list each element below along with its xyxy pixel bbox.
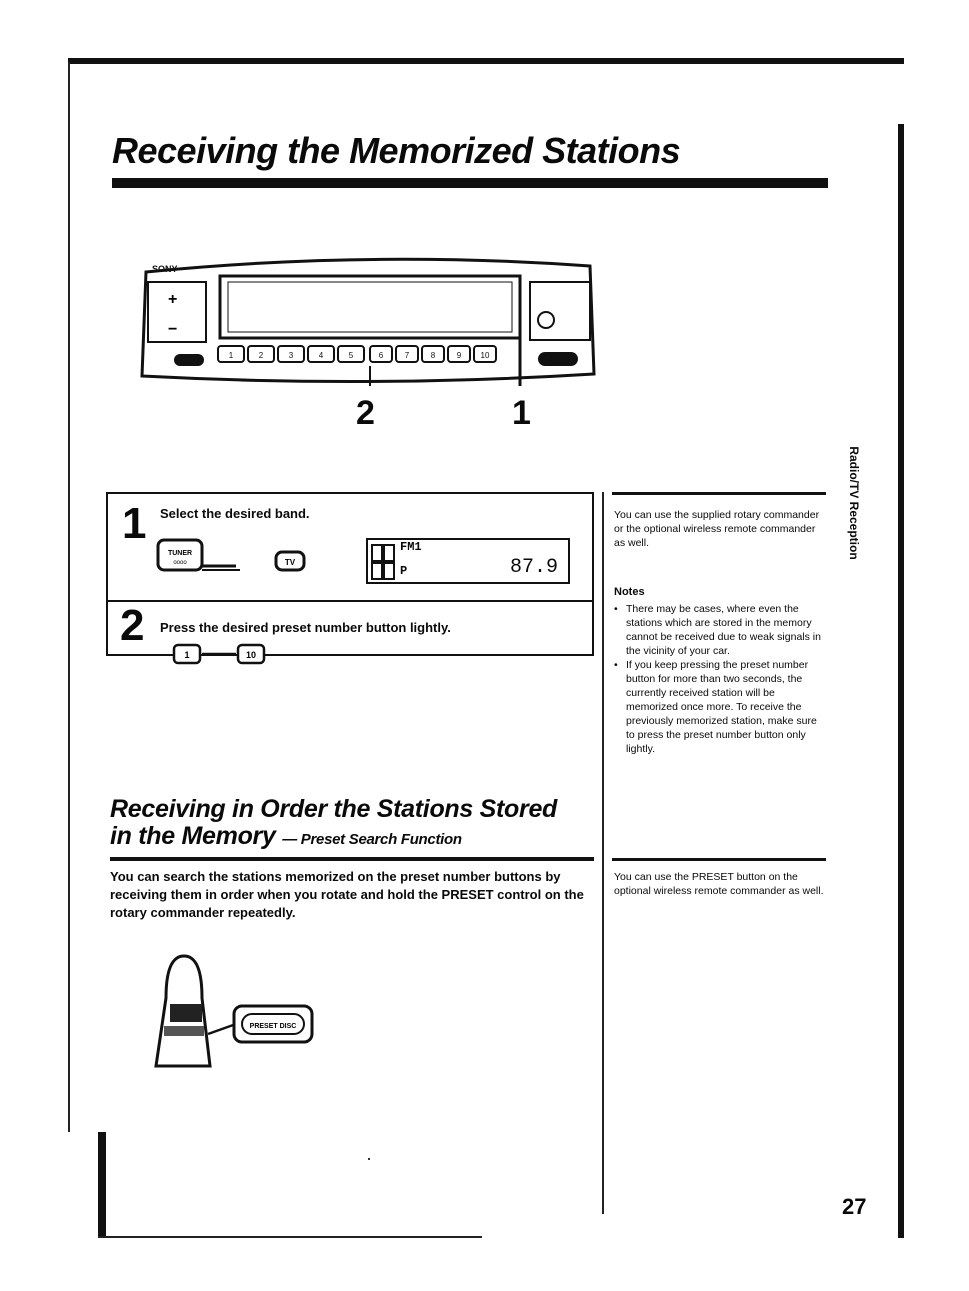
callout-label-2: 2	[356, 394, 375, 432]
svg-text:−: −	[168, 321, 177, 338]
digit-segments-icon	[371, 544, 395, 580]
notes-list: There may be cases, where even the stati…	[614, 602, 824, 756]
display-indicator: P	[400, 564, 408, 578]
callout-label-1: 1	[512, 394, 531, 432]
stray-dot	[368, 1158, 370, 1160]
column-divider	[602, 492, 604, 1214]
page-number: 27	[842, 1194, 867, 1219]
svg-text:4: 4	[319, 351, 324, 360]
side-tab-label: Radio/TV Reception	[847, 446, 861, 560]
svg-text:3: 3	[289, 351, 294, 360]
preset-range-icon: 1 10	[172, 643, 266, 665]
section-rule	[110, 857, 594, 861]
note-item: If you keep pressing the preset number b…	[614, 658, 824, 756]
svg-text:TUNER: TUNER	[168, 550, 192, 557]
svg-text:8: 8	[431, 351, 436, 360]
svg-text:oooo: oooo	[173, 560, 187, 566]
svg-text:PRESET DISC: PRESET DISC	[250, 1023, 297, 1030]
stereo-left-controls	[147, 281, 207, 343]
step-number-2: 2	[120, 601, 145, 650]
display-frequency: 87.9	[509, 556, 558, 579]
svg-text:1: 1	[184, 650, 189, 660]
notes-heading: Notes	[614, 586, 645, 598]
title-rule	[112, 178, 828, 188]
svg-text:TV: TV	[285, 558, 296, 567]
side-tab: Radio/TV Reception	[842, 424, 866, 582]
section-title: Receiving in Order the Stations Stored i…	[110, 796, 557, 853]
left-margin-bar	[98, 1132, 106, 1238]
sidebar-rule-1	[612, 492, 826, 495]
steps-box: 1 Select the desired band. TUNER oooo TV…	[106, 492, 594, 665]
step-number-1: 1	[122, 499, 147, 548]
svg-text:6: 6	[379, 351, 384, 360]
sidebar-rule-2	[612, 858, 826, 861]
sidebar-note-2: You can use the PRESET button on the opt…	[614, 871, 824, 897]
step-1-text: Select the desired band.	[160, 506, 310, 521]
right-margin-bar	[898, 124, 904, 1238]
rotary-commander-illustration: PRESET DISC	[154, 954, 314, 1068]
display-band: FM1	[400, 540, 422, 554]
svg-text:5: 5	[349, 351, 354, 360]
step-2-text: Press the desired preset number button l…	[160, 620, 451, 635]
bottom-rule	[98, 1236, 482, 1238]
tuner-button-icon: TUNER oooo	[156, 538, 240, 572]
step-divider	[108, 600, 592, 602]
brand-logo: SONY	[152, 264, 178, 274]
left-margin-line	[68, 62, 70, 1132]
tv-button-icon: TV	[274, 550, 306, 572]
section-body: You can search the stations memorized on…	[110, 869, 584, 920]
svg-text:+: +	[168, 291, 177, 308]
section-subtitle: — Preset Search Function	[282, 831, 462, 848]
stereo-display-window	[218, 274, 522, 340]
frequency-display: FM1 P 87.9	[366, 538, 570, 584]
svg-text:7: 7	[405, 351, 410, 360]
stereo-right-controls	[529, 281, 591, 341]
svg-text:9: 9	[457, 351, 462, 360]
section-title-line-1: Receiving in Order the Stations Stored	[110, 795, 558, 823]
car-stereo-illustration: SONY + − 1 2 3 4 5 6 7 8 9 10	[140, 257, 596, 386]
svg-text:10: 10	[246, 650, 256, 660]
top-rule	[68, 58, 904, 64]
page-title: Receiving the Memorized Stations	[112, 130, 681, 171]
svg-text:1: 1	[229, 351, 234, 360]
svg-text:10: 10	[481, 351, 490, 360]
preset-buttons	[217, 345, 497, 363]
sidebar-note-1: You can use the supplied rotary commande…	[614, 509, 820, 549]
section-title-line-2: in the Memory	[110, 822, 276, 850]
note-item: There may be cases, where even the stati…	[614, 602, 824, 658]
svg-text:2: 2	[259, 351, 264, 360]
